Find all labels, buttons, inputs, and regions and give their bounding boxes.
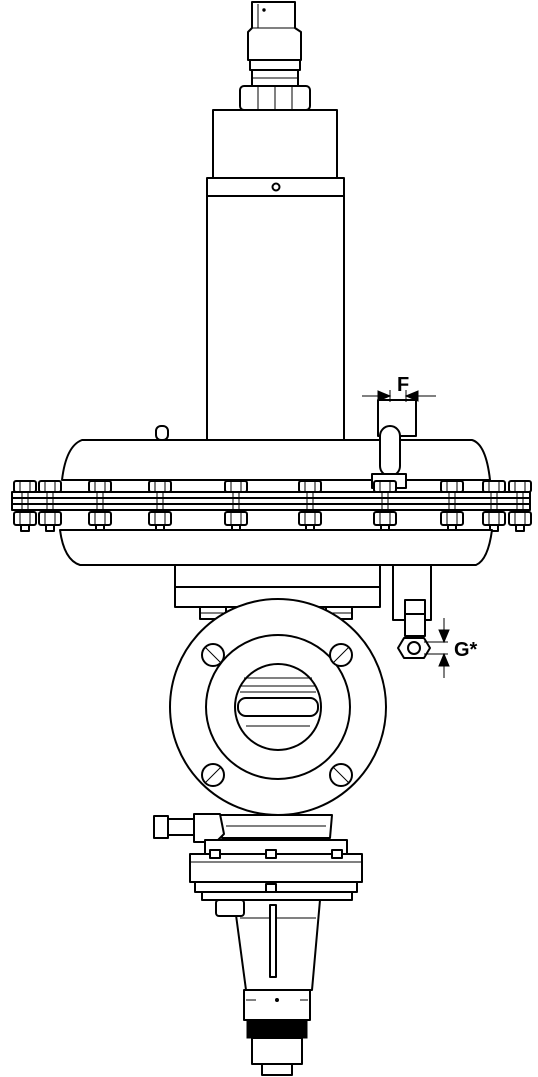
flange-bolt [88,480,112,532]
hex-lock-nut [239,85,311,111]
diaphragm-lower-cover [59,529,493,566]
dimension-f-label: F [397,374,409,396]
diaphragm-upper-cover [61,439,491,481]
impulse-connector [392,564,432,659]
dimension-f: F [362,374,436,402]
flange-bolt [298,480,322,532]
dimension-g: G* [424,618,478,678]
dimension-g-label: G* [454,639,478,661]
top-adjusting-cap [247,1,302,87]
flange-bolt [13,480,37,532]
spring-housing-lower [206,195,345,441]
pilot-flange [189,839,363,901]
side-fitting [153,813,225,843]
flange-bolt [38,480,62,532]
flange-bolts [13,480,532,532]
diaphragm-flange [11,491,531,511]
lower-body-neck [219,814,333,839]
pilot-spring-body [215,899,321,991]
pilot-adjuster [243,989,311,1076]
flange-bolt-holes [201,643,353,787]
flange-bolt [373,480,397,532]
flange-bolt [224,480,248,532]
spring-housing-band [206,177,345,197]
flange-bolt [508,480,532,532]
flange-bolt [482,480,506,532]
spring-housing-upper [212,109,338,179]
body-neck [174,564,381,620]
vent-stub [155,425,169,441]
inlet-flange [169,598,387,816]
flange-bolt [440,480,464,532]
